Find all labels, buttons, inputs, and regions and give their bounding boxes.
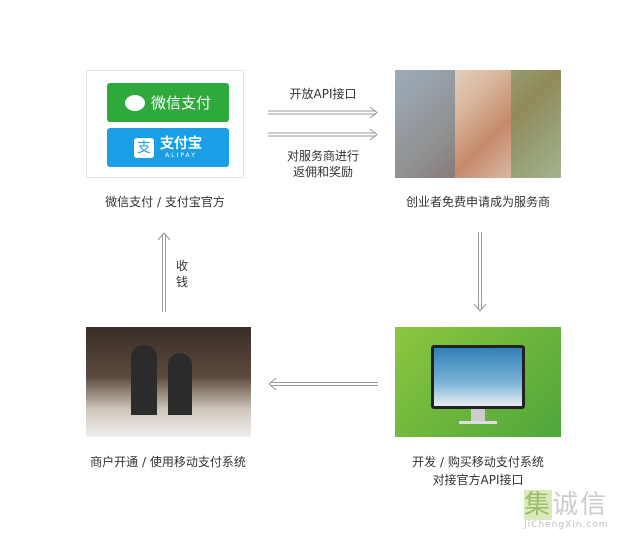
watermark-url: JiChengXin.com	[524, 520, 609, 530]
wechat-pay-text: 微信支付	[150, 94, 211, 112]
alipay-icon: 支	[134, 137, 154, 158]
watermark: 集诚信 JiChengXin.com	[524, 490, 640, 539]
down-arrow-icon	[473, 232, 487, 312]
computer-development-photo	[395, 327, 561, 437]
commission-line-1: 对服务商进行	[286, 149, 359, 163]
collect-money-label: 收 钱	[176, 258, 188, 290]
left-arrow-icon	[268, 377, 378, 391]
collect-char-1: 收	[176, 259, 189, 273]
merchant-cafe-photo	[86, 327, 251, 437]
watermark-logo: 集诚信	[524, 490, 609, 520]
developer-caption: 开发 / 购买移动支付系统 对接官方API接口	[380, 453, 576, 489]
alipay-text: 支付宝	[160, 135, 202, 152]
developer-caption-line-2: 对接官方API接口	[432, 473, 524, 487]
alipay-logo: 支 支付宝 ALIPAY	[107, 128, 229, 167]
alipay-en-text: ALIPAY	[165, 151, 197, 159]
wechat-pay-logo: 微信支付	[107, 83, 229, 122]
wechat-icon	[124, 94, 145, 111]
merchant-caption: 商户开通 / 使用移动支付系统	[90, 455, 246, 469]
up-arrow-icon	[157, 232, 171, 312]
official-caption: 微信支付 / 支付宝官方	[105, 195, 225, 209]
payment-logos-card: 微信支付 支 支付宝 ALIPAY	[86, 70, 244, 178]
commission-label: 对服务商进行 返佣和奖励	[268, 148, 378, 180]
service-provider-caption: 创业者免费申请成为服务商	[405, 195, 550, 209]
right-arrows-icon	[268, 106, 378, 141]
collect-char-2: 钱	[176, 275, 189, 289]
teamwork-hands-photo	[395, 70, 561, 178]
open-api-label: 开放API接口	[289, 87, 357, 101]
commission-line-2: 返佣和奖励	[292, 165, 353, 179]
developer-caption-line-1: 开发 / 购买移动支付系统	[412, 455, 544, 469]
